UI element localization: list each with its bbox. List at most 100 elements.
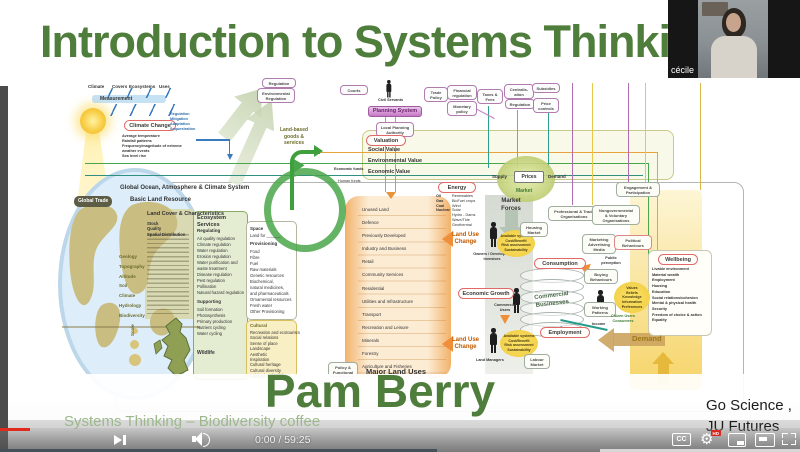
provisioning-header: Provisioning (250, 241, 278, 246)
fullscreen-icon-corner (782, 440, 788, 445)
wildlife-label: Wildlife (197, 350, 215, 356)
cc-fork-down (229, 139, 231, 155)
covers-label: Covers (112, 84, 128, 89)
watermark-line1: Go Science , (706, 397, 792, 414)
webcam-name-label: cécile (671, 65, 695, 75)
space-header: Space (250, 226, 264, 231)
environmental-value-corner (648, 163, 650, 273)
measure-ticks-row2 (98, 104, 178, 116)
public-perception: Public perception (601, 256, 621, 265)
luc-arrow-1 (442, 231, 453, 247)
price-controls: Price controls (533, 98, 559, 113)
global-ocean-header: Global Ocean, Atmosphere & Climate Syste… (120, 185, 250, 191)
courts-box: Courts (340, 85, 368, 95)
volume-button[interactable] (192, 430, 212, 448)
webcam-video (698, 0, 768, 78)
economic-value: Economic Value (368, 169, 411, 175)
progress-bar-track[interactable] (0, 449, 437, 452)
progress-bar-buffered[interactable] (600, 449, 800, 452)
land-uses-dividers (358, 203, 446, 375)
energy-fossil: Oil Gas Coal Nuclear (436, 194, 450, 213)
owners-label: Owners / Developers Investors (473, 252, 511, 261)
luc-arrow-2 (442, 336, 453, 352)
owners-person (488, 222, 498, 248)
demand-big: Demand (632, 334, 662, 343)
economic-growth-oval: Economic Growth (458, 288, 514, 300)
social-value-line-corner (656, 152, 658, 332)
yellow-line-3 (700, 83, 702, 190)
supporting-header: Supporting (197, 299, 221, 304)
wellbeing-oval: Wellbeing (658, 254, 698, 266)
ngo-orgs: Nongovernmental & Voluntary Organisation… (592, 205, 640, 225)
cultural-panel (246, 320, 297, 378)
centralisation: Centralis- ation (504, 84, 534, 99)
next-button[interactable] (114, 432, 128, 448)
land-uses-list: Unused Land Defence Previously Developed… (362, 207, 414, 370)
scale-circle-2 (130, 340, 139, 349)
bookshelf (702, 2, 728, 16)
labour-market: Labour Market (524, 354, 550, 369)
economic-value-line (85, 174, 643, 176)
space-sub: Land for ______ (250, 233, 281, 238)
trade-policy: Trade Policy (424, 87, 448, 102)
miniplayer-button[interactable] (728, 433, 746, 447)
employment-oval: Employment (540, 327, 590, 339)
demand-label-small: Demand (548, 174, 566, 179)
market-forces-arrow-stem (505, 210, 518, 227)
managers-person (488, 328, 498, 354)
fullscreen-icon-corner (790, 433, 796, 438)
fullscreen-icon (782, 433, 788, 438)
regulation-pill: Regulation (262, 78, 296, 88)
presenter-name: Pam Berry (264, 365, 496, 417)
marketing-media: Marketing Advertising Media (582, 234, 616, 254)
market-label: Market (516, 188, 533, 194)
cc-fork-line (196, 139, 230, 141)
citizen-users: Citizen Users Consumers (610, 314, 636, 323)
theater-mode-button[interactable] (755, 433, 775, 447)
miniplayer-icon (737, 440, 744, 445)
progress-bar-played[interactable] (0, 428, 30, 431)
demand-up-head (652, 352, 674, 364)
scale-circle-3 (129, 354, 141, 366)
webcam-overlay[interactable]: cécile (668, 0, 800, 78)
subsidies: Subsidies (532, 83, 560, 93)
environmental-value-line (85, 163, 649, 165)
yellow-line-2 (645, 83, 647, 182)
land-based-goods: Land-based goods & services (279, 127, 309, 146)
volume-icon-cone (195, 432, 202, 446)
participant-body (711, 36, 757, 78)
measurement-band (92, 95, 166, 103)
civil-servants-label: Civil Servants (378, 98, 404, 102)
commercial-users-down-arrow (500, 315, 510, 324)
economic-funds: Economic funds (334, 167, 364, 171)
housing-market: Housing Market (520, 222, 548, 237)
global-trade-badge: Global Trade (74, 196, 113, 207)
measurement-label: Measurement (100, 96, 133, 102)
social-value: Social Value (368, 147, 401, 153)
land-use-change-2: Land Use Change (452, 337, 480, 350)
income-label: Income (592, 322, 606, 326)
next-icon (114, 435, 122, 445)
regulation-box: Regulation (505, 99, 535, 109)
left-dark-strip (0, 86, 8, 452)
financial-regulation: Financial regulation (447, 85, 477, 100)
settings-gear-icon[interactable]: ⚙ (700, 431, 714, 448)
planning-flow-head (386, 192, 396, 199)
subsidies-line (548, 112, 550, 168)
regulating-header: Regulating (197, 228, 221, 233)
world-map (62, 201, 200, 348)
planning-flow-line-1 (385, 116, 387, 192)
captions-button[interactable]: CC (672, 433, 691, 446)
land-cover-header: Land Cover & Characteristics (147, 211, 225, 217)
fullscreen-button[interactable] (782, 433, 796, 445)
professional-trade-orgs: Professional & Trade Organisations (548, 206, 600, 221)
supporting-items: Soil formation Photosynthesis Primary pr… (197, 307, 233, 336)
measure-ticks-row1 (94, 88, 174, 98)
purple-line-1 (572, 83, 574, 205)
consumption-oval: Consumption (534, 258, 586, 270)
land-cover-fauxtext (147, 234, 189, 314)
uk-map (153, 317, 191, 377)
taxes-line (488, 106, 490, 168)
green-l-head (314, 145, 323, 157)
